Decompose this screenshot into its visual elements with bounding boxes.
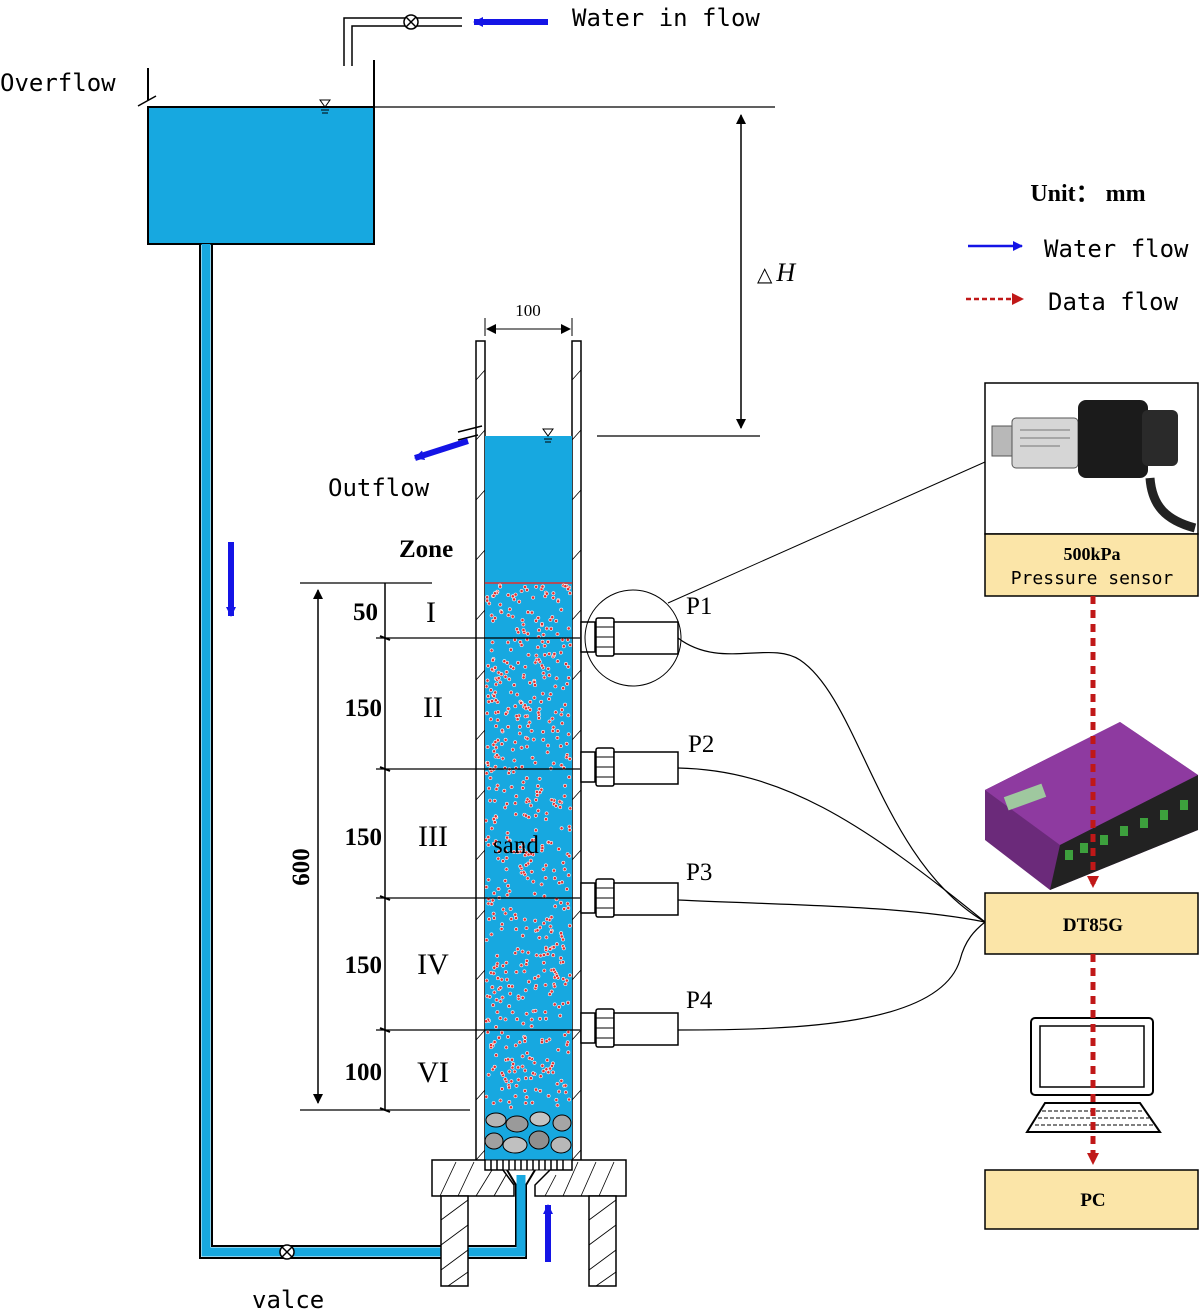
outflow-arrow xyxy=(414,438,469,461)
pc-label: PC xyxy=(1080,1190,1105,1211)
sand-particles xyxy=(485,583,572,1110)
zone-row-1: 50 I xyxy=(353,596,436,629)
supply-pipe xyxy=(199,244,536,1260)
data-flow-legend-label: Data flow xyxy=(1048,288,1179,316)
sensor-range-label: 500kPa xyxy=(1063,544,1120,564)
pressure-port-p2 xyxy=(580,747,679,787)
overflow-label: Overflow xyxy=(0,69,116,97)
zone-row-4: 150 IV xyxy=(345,948,450,981)
water-level-symbol-column xyxy=(542,428,554,443)
zone-numeral: III xyxy=(418,820,448,853)
zone-height: 150 xyxy=(345,824,383,851)
pressure-port-p1 xyxy=(580,589,682,687)
supply-valve-icon xyxy=(279,1244,295,1260)
zone-height: 100 xyxy=(345,1059,383,1086)
column xyxy=(457,340,582,1171)
pc-box xyxy=(984,1169,1199,1230)
inflow-pipe xyxy=(343,14,548,66)
sand-layer xyxy=(485,583,572,1110)
column-water xyxy=(485,436,572,583)
water-flow-legend-label: Water flow xyxy=(1044,235,1189,263)
port-label-p3: P3 xyxy=(686,859,712,886)
sensor-callout-line xyxy=(667,461,986,604)
pressure-sensor-box xyxy=(984,533,1199,597)
perforated-plate xyxy=(484,1159,573,1171)
port-label-p2: P2 xyxy=(688,731,714,758)
head-difference-dimension xyxy=(597,114,760,437)
width-dimension xyxy=(484,318,573,336)
pressure-port-p3 xyxy=(580,878,679,918)
outflow-label: Outflow xyxy=(328,474,430,502)
zone-heading: Zone xyxy=(399,536,453,563)
total-height-label: 600 xyxy=(288,848,315,886)
gravel-layer xyxy=(484,1110,572,1160)
width-label: 100 xyxy=(515,301,541,320)
zone-row-3: 150 III xyxy=(345,820,448,853)
zone-numeral: II xyxy=(423,691,443,724)
zone-row-5: 100 VI xyxy=(345,1056,449,1089)
inflow-valve-icon xyxy=(403,14,419,30)
sensor-name-label: Pressure sensor xyxy=(1011,568,1174,589)
logger-label: DT85G xyxy=(1063,915,1123,936)
valve-label: valce xyxy=(252,1286,324,1313)
port-label-p1: P1 xyxy=(686,593,712,620)
sensor-cables xyxy=(677,637,986,1031)
unit-label: Unit： mm xyxy=(1030,181,1145,207)
zone-height: 150 xyxy=(345,695,383,722)
sand-label: sand xyxy=(493,832,539,859)
zone-row-2: 150 II xyxy=(345,691,443,724)
zone-height: 150 xyxy=(345,952,383,979)
upper-tank xyxy=(137,60,775,245)
delta-h-label: △H xyxy=(757,258,796,287)
zone-numeral: VI xyxy=(417,1056,449,1089)
water-in-flow-label: Water in flow xyxy=(572,4,760,32)
zone-dimensions xyxy=(300,582,580,1113)
pressure-port-p4 xyxy=(580,1008,679,1048)
column-base xyxy=(431,1159,627,1287)
port-label-p4: P4 xyxy=(686,987,713,1014)
zone-numeral: I xyxy=(426,596,436,629)
water-level-symbol-upper xyxy=(319,99,331,114)
pressure-sensor-image xyxy=(984,382,1199,535)
zone-numeral: IV xyxy=(417,948,449,981)
zone-height: 50 xyxy=(353,599,378,626)
